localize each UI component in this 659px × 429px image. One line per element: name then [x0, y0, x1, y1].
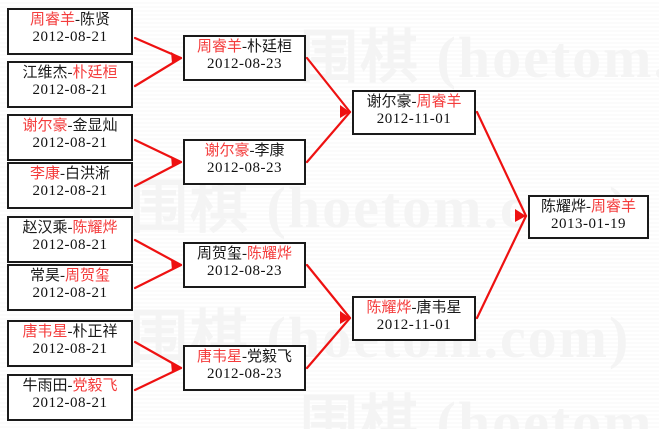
match-players: 牛雨田-党毅飞: [9, 378, 131, 395]
match-date: 2012-08-21: [32, 341, 108, 358]
match-box-r1-4[interactable]: 李康-白洪淅 2012-08-21: [7, 162, 133, 209]
match-players: 谢尔豪-李康: [185, 143, 304, 160]
match-players: 常昊-周贺玺: [9, 268, 131, 285]
player-separator: -: [242, 246, 247, 262]
player-loser: 赵汉乘: [22, 220, 68, 236]
player-winner: 谢尔豪: [204, 143, 250, 159]
match-box-r1-8[interactable]: 牛雨田-党毅飞 2012-08-21: [7, 374, 133, 421]
player-separator: -: [67, 65, 73, 81]
match-box-r1-2[interactable]: 江维杰-朴廷桓 2012-08-21: [7, 61, 133, 108]
match-box-r2-3[interactable]: 周贺玺-陈耀烨 2012-08-23: [183, 242, 306, 288]
player-loser: 白洪淅: [65, 166, 111, 182]
match-box-r1-6[interactable]: 常昊-周贺玺 2012-08-21: [7, 264, 133, 311]
match-players: 唐韦星-朴正祥: [9, 324, 131, 341]
match-players: 赵汉乘-陈耀烨: [9, 220, 131, 237]
player-separator: -: [60, 166, 65, 182]
match-date: 2012-11-01: [376, 111, 452, 128]
match-date: 2012-08-23: [207, 366, 282, 383]
player-separator: -: [67, 118, 73, 134]
player-separator: -: [242, 349, 247, 365]
match-date: 2012-08-21: [32, 285, 108, 302]
match-box-r2-4[interactable]: 唐韦星-党毅飞 2012-08-23: [183, 345, 306, 391]
player-loser: 陈耀烨: [540, 199, 586, 215]
player-winner: 陈耀烨: [72, 220, 118, 236]
player-separator: -: [411, 300, 417, 316]
player-separator: -: [60, 268, 65, 284]
player-winner: 陈耀烨: [247, 246, 293, 262]
player-winner: 周贺玺: [65, 268, 111, 284]
match-date: 2012-08-23: [207, 160, 282, 177]
match-players: 陈耀烨-周睿羊: [530, 199, 647, 216]
player-loser: 金显灿: [72, 118, 118, 134]
player-loser: 江维杰: [22, 65, 68, 81]
player-separator: -: [242, 39, 247, 55]
match-date: 2012-08-21: [32, 29, 108, 46]
match-date: 2013-01-19: [551, 216, 626, 233]
player-loser: 唐韦星: [416, 300, 462, 316]
match-players: 陈耀烨-唐韦星: [354, 300, 474, 317]
match-players: 周贺玺-陈耀烨: [185, 246, 304, 263]
player-loser: 常昊: [29, 268, 60, 284]
match-date: 2012-11-01: [376, 317, 452, 334]
watermark-text: 围棋 (hoetom.com): [300, 25, 659, 90]
player-winner: 唐韦星: [22, 324, 68, 340]
match-date: 2012-08-21: [32, 183, 108, 200]
match-box-r2-2[interactable]: 谢尔豪-李康 2012-08-23: [183, 139, 306, 185]
player-winner: 朴廷桓: [72, 65, 118, 81]
player-loser: 党毅飞: [247, 349, 293, 365]
player-separator: -: [586, 199, 591, 215]
player-winner: 周睿羊: [591, 199, 637, 215]
player-loser: 周贺玺: [196, 246, 242, 262]
match-date: 2012-08-21: [32, 237, 108, 254]
match-box-r1-7[interactable]: 唐韦星-朴正祥 2012-08-21: [7, 320, 133, 367]
player-winner: 周睿羊: [196, 39, 242, 55]
player-winner: 党毅飞: [72, 378, 118, 394]
player-separator: -: [67, 378, 73, 394]
match-box-semifinal-1[interactable]: 谢尔豪-周睿羊 2012-11-01: [352, 90, 476, 135]
player-winner: 唐韦星: [196, 349, 242, 365]
player-separator: -: [67, 324, 73, 340]
match-box-r2-1[interactable]: 周睿羊-朴廷桓 2012-08-23: [183, 35, 306, 81]
watermark-text: 围棋 (hoetom.com): [300, 390, 659, 429]
player-separator: -: [249, 143, 255, 159]
player-loser: 朴廷桓: [247, 39, 293, 55]
match-players: 唐韦星-党毅飞: [185, 349, 304, 366]
match-players: 谢尔豪-金显灿: [9, 118, 131, 135]
player-separator: -: [67, 220, 73, 236]
player-winner: 李康: [29, 166, 60, 182]
match-players: 谢尔豪-周睿羊: [354, 94, 474, 111]
match-players: 李康-白洪淅: [9, 166, 131, 183]
player-loser: 朴正祥: [72, 324, 118, 340]
player-winner: 谢尔豪: [22, 118, 68, 134]
match-date: 2012-08-21: [32, 395, 108, 412]
player-loser: 李康: [254, 143, 285, 159]
match-box-r1-3[interactable]: 谢尔豪-金显灿 2012-08-21: [7, 114, 133, 161]
player-loser: 陈贤: [80, 12, 111, 28]
match-players: 周睿羊-朴廷桓: [185, 39, 304, 56]
match-players: 江维杰-朴廷桓: [9, 65, 131, 82]
match-date: 2012-08-23: [207, 263, 282, 280]
match-box-r1-5[interactable]: 赵汉乘-陈耀烨 2012-08-21: [7, 216, 133, 263]
player-separator: -: [411, 94, 417, 110]
match-box-final[interactable]: 陈耀烨-周睿羊 2013-01-19: [528, 195, 649, 239]
match-date: 2012-08-21: [32, 82, 108, 99]
match-box-semifinal-2[interactable]: 陈耀烨-唐韦星 2012-11-01: [352, 296, 476, 341]
player-separator: -: [75, 12, 80, 28]
player-winner: 陈耀烨: [366, 300, 412, 316]
player-winner: 周睿羊: [29, 12, 75, 28]
match-box-r1-1[interactable]: 周睿羊-陈贤 2012-08-21: [7, 8, 133, 55]
player-loser: 牛雨田: [22, 378, 68, 394]
match-date: 2012-08-23: [207, 56, 282, 73]
player-winner: 周睿羊: [416, 94, 462, 110]
player-loser: 谢尔豪: [366, 94, 412, 110]
match-players: 周睿羊-陈贤: [9, 12, 131, 29]
match-date: 2012-08-21: [32, 135, 108, 152]
